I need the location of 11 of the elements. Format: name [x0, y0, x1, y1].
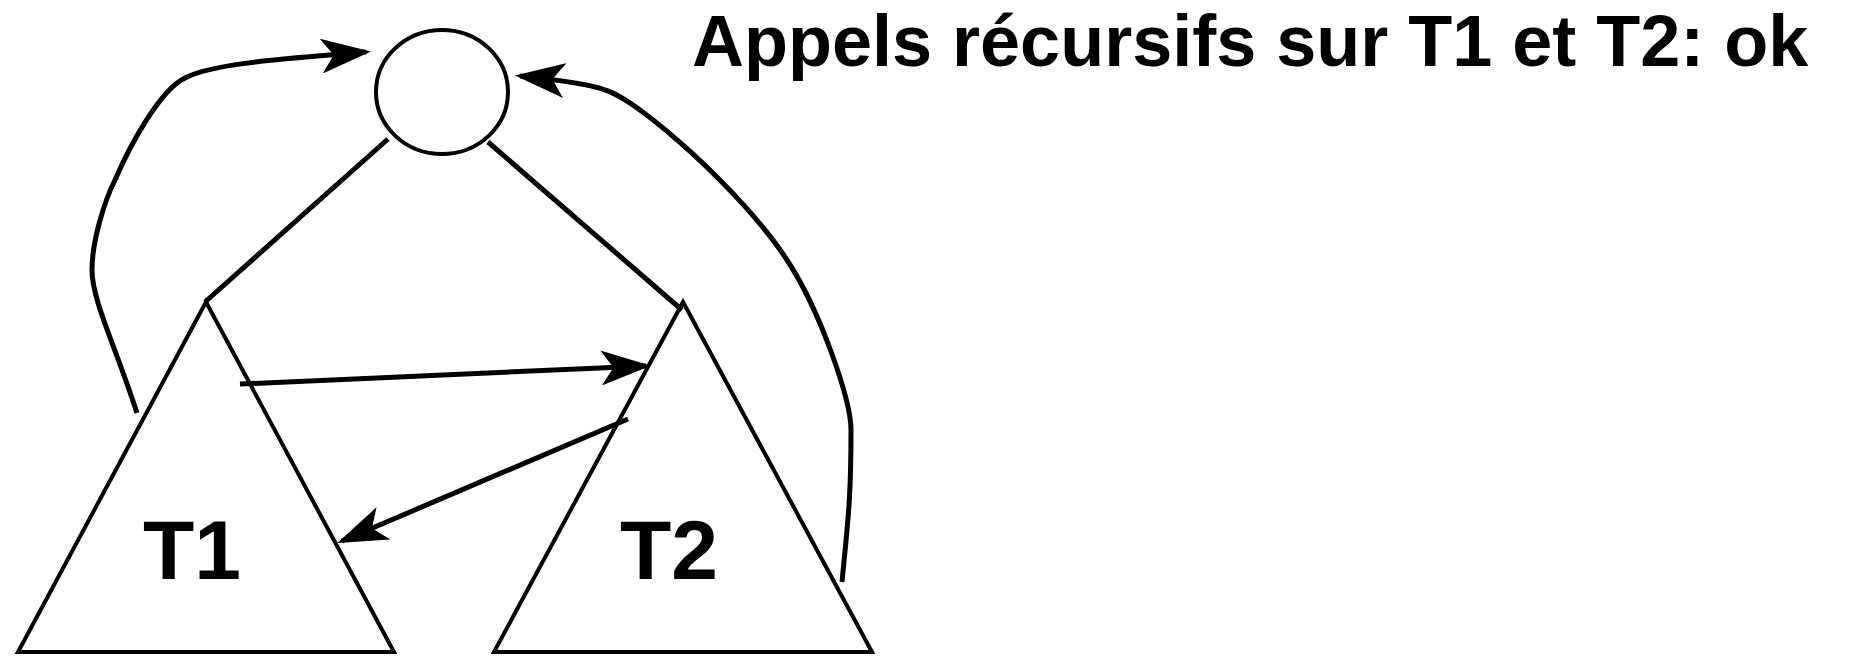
- arrow: [337, 416, 629, 544]
- subtree-triangle: [492, 300, 874, 654]
- connector-line: [203, 137, 390, 304]
- arrow: [89, 38, 371, 414]
- node-label: T2: [620, 508, 719, 592]
- title: Appels récursifs sur T1 et T2: ok: [692, 0, 1809, 82]
- node-label: T1: [143, 508, 242, 592]
- connector-line: [486, 140, 684, 312]
- arrow: [515, 63, 854, 583]
- circle-node: [374, 28, 510, 156]
- subtree-triangle: [16, 300, 396, 654]
